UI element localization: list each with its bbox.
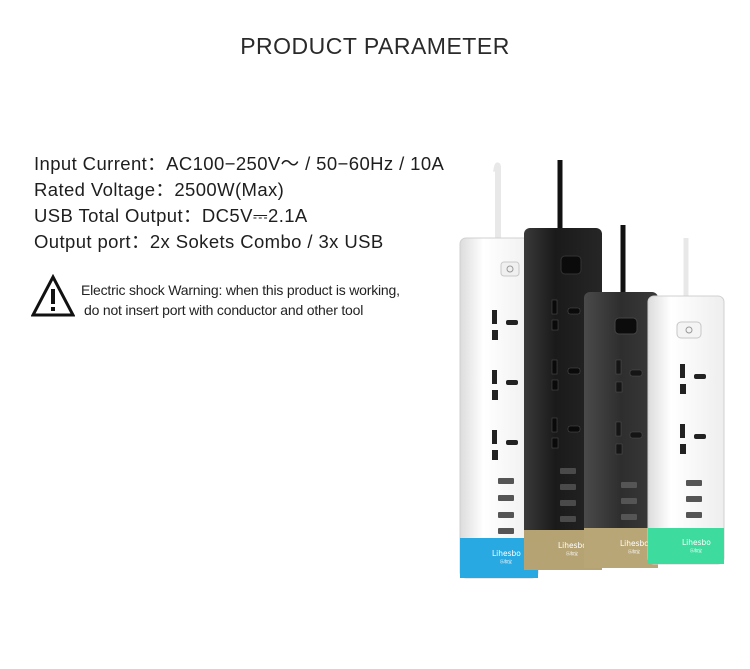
brand-label: Lihesbo <box>620 539 649 548</box>
spec-value: 2x Sokets Combo / 3x USB <box>149 231 384 252</box>
spec-rated-voltage: Rated Voltage：2500W(Max) <box>34 177 444 203</box>
brand-sub-label: 乐和宝 <box>628 548 640 554</box>
spec-value: DC5V⎓2.1A <box>201 205 308 226</box>
spec-output-port: Output port：2x Sokets Combo / 3x USB <box>34 229 444 255</box>
cable <box>493 162 501 240</box>
spec-label: Rated Voltage： <box>34 179 175 200</box>
spec-list: Input Current：AC100−250V～ / 50−60Hz / 10… <box>34 151 444 255</box>
spec-label: Output port： <box>34 231 150 252</box>
spec-usb-output: USB Total Output：DC5V⎓2.1A <box>34 203 444 229</box>
spec-label: USB Total Output： <box>34 205 202 226</box>
brand-sub-label: 乐和宝 <box>690 547 702 553</box>
warning-triangle-icon <box>31 274 75 317</box>
warning-line-2: do not insert port with conductor and ot… <box>84 302 364 318</box>
spec-label: Input Current： <box>34 153 167 174</box>
brand-label: Lihesbo <box>492 549 521 558</box>
brand-label: Lihesbo <box>682 538 711 547</box>
strip-base <box>648 528 724 564</box>
brand-sub-label: 乐和宝 <box>500 558 512 564</box>
power-strip-white-small: Lihesbo 乐和宝 <box>647 295 725 565</box>
strip-base <box>584 528 658 568</box>
brand-sub-label: 乐和宝 <box>566 550 578 556</box>
power-strip-gray: Lihesbo 乐和宝 <box>584 292 658 568</box>
spec-input-current: Input Current：AC100−250V～ / 50−60Hz / 10… <box>34 151 444 177</box>
warning-text: Electric shock Warning: when this produc… <box>81 280 400 320</box>
product-image: Lihesbo 乐和宝 Lihesbo 乐和宝 <box>459 160 725 579</box>
warning-notice: Electric shock Warning: when this produc… <box>31 274 461 322</box>
power-strip-white: Lihesbo 乐和宝 <box>459 237 539 579</box>
warning-line-1: Electric shock Warning: when this produc… <box>81 282 400 298</box>
spec-value: 2500W(Max) <box>174 179 285 200</box>
spec-value: AC100−250V～ / 50−60Hz / 10A <box>166 153 445 174</box>
page-title: PRODUCT PARAMETER <box>240 33 510 59</box>
brand-label: Lihesbo <box>558 541 587 550</box>
